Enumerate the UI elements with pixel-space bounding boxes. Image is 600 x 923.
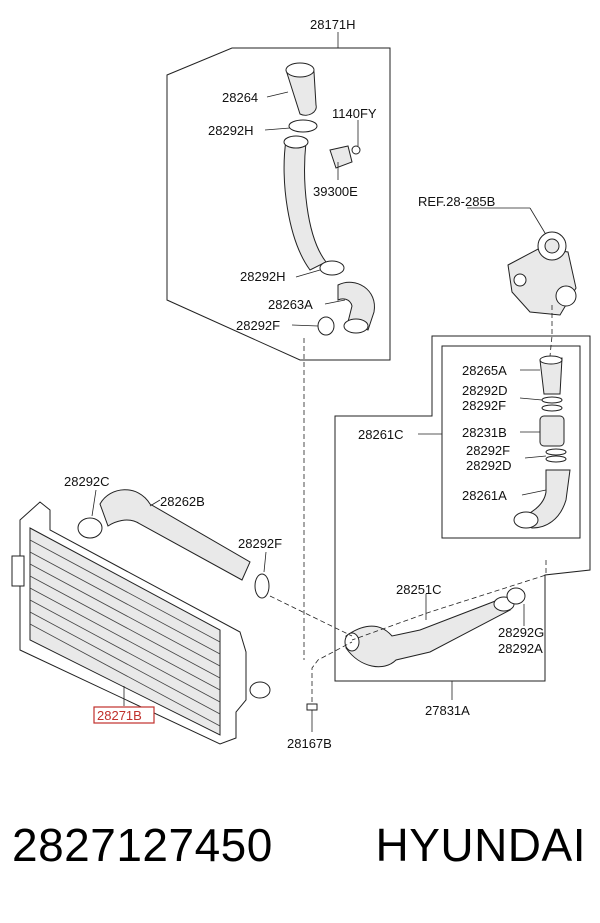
clamp-28292H-bottom (319, 260, 345, 276)
clamp-28292G (506, 587, 526, 605)
label-1140FY: 1140FY (332, 106, 377, 121)
parts-diagram: 28171H 28264 1140FY 28292H 39300E 28292H… (11, 17, 591, 751)
turbocharger-ref (467, 207, 577, 316)
intercooler-28271B (11, 501, 271, 745)
bracket-39300E (329, 145, 353, 169)
bolt-28167B (306, 641, 353, 732)
coupler-28231B (539, 415, 565, 447)
label-REF-28-285B: REF.28-285B (418, 194, 495, 209)
label-28251C: 28251C (396, 582, 442, 597)
footer-brand: HYUNDAI (375, 819, 586, 871)
pipe-28251C (345, 599, 511, 668)
upper-hose-group (166, 32, 391, 361)
label-28292F-low: 28292F (466, 443, 510, 458)
clamp-28292D-top (541, 396, 563, 404)
label-28292F-left: 28292F (238, 536, 282, 551)
label-28231B: 28231B (462, 425, 507, 440)
upper-pipe (283, 139, 327, 271)
hose-28262B-group (77, 489, 353, 637)
label-28271B: 28271B (97, 708, 142, 723)
label-39300E: 39300E (313, 184, 358, 199)
label-28292G: 28292G (498, 625, 544, 640)
label-28292A: 28292A (498, 641, 543, 656)
label-28261C: 28261C (358, 427, 404, 442)
clamp-28292C (77, 517, 103, 539)
label-28167B: 28167B (287, 736, 332, 751)
label-28262B: 28262B (160, 494, 205, 509)
label-28292C: 28292C (64, 474, 110, 489)
highlight-box-28271B (93, 706, 155, 724)
intercooler-pipe-group (334, 305, 591, 700)
label-27831A: 27831A (425, 703, 470, 718)
footer-caption: 2827127450 HYUNDAI (0, 818, 600, 898)
label-28292D-top: 28292D (462, 383, 508, 398)
label-28292H-top: 28292H (208, 123, 254, 138)
label-28264: 28264 (222, 90, 258, 105)
label-28263A: 28263A (268, 297, 313, 312)
clamp-28292F-top (317, 316, 335, 336)
clamp-28292F-left (254, 573, 270, 599)
footer-part-number: 2827127450 (12, 819, 273, 871)
label-28171H: 28171H (310, 17, 356, 32)
label-28292F-mid: 28292F (462, 398, 506, 413)
hose-28262B (99, 489, 251, 581)
label-28292D-low: 28292D (466, 458, 512, 473)
label-28265A: 28265A (462, 363, 507, 378)
label-28261A: 28261A (462, 488, 507, 503)
clamp-28292H-top (288, 119, 318, 133)
label-28292H-bottom: 28292H (240, 269, 286, 284)
label-28292F-top: 28292F (236, 318, 280, 333)
